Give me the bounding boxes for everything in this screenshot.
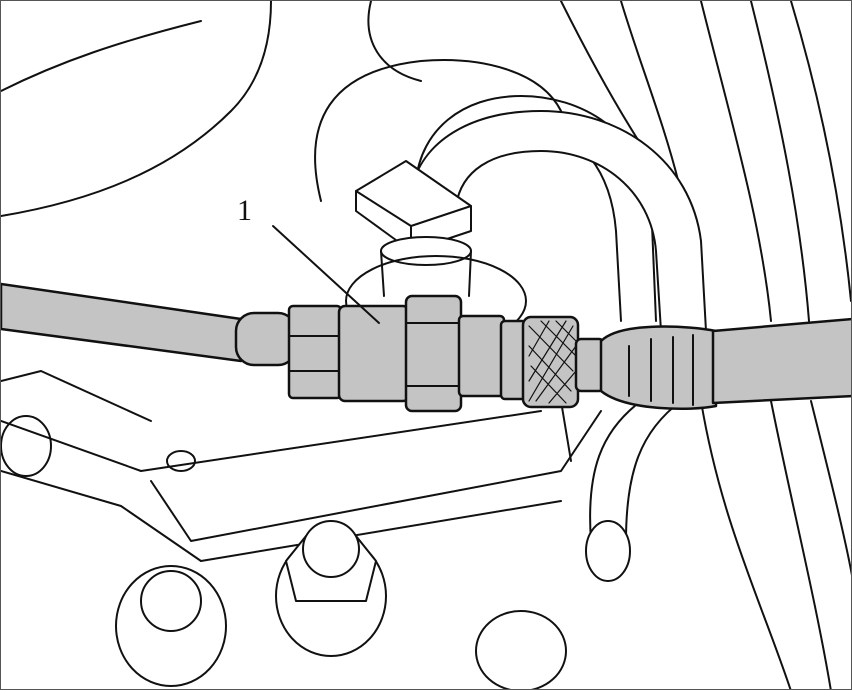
knurled-coupler: [521, 315, 718, 411]
adapter-fitting-part-1: [287, 294, 528, 413]
callout-leader-line: [272, 225, 380, 324]
left-hose: [1, 282, 298, 367]
upper-pipe: [355, 110, 707, 332]
callout-label-1: 1: [237, 194, 252, 227]
lower-pipe: [589, 400, 682, 542]
right-hose: [711, 317, 851, 405]
bolts: [115, 520, 567, 689]
